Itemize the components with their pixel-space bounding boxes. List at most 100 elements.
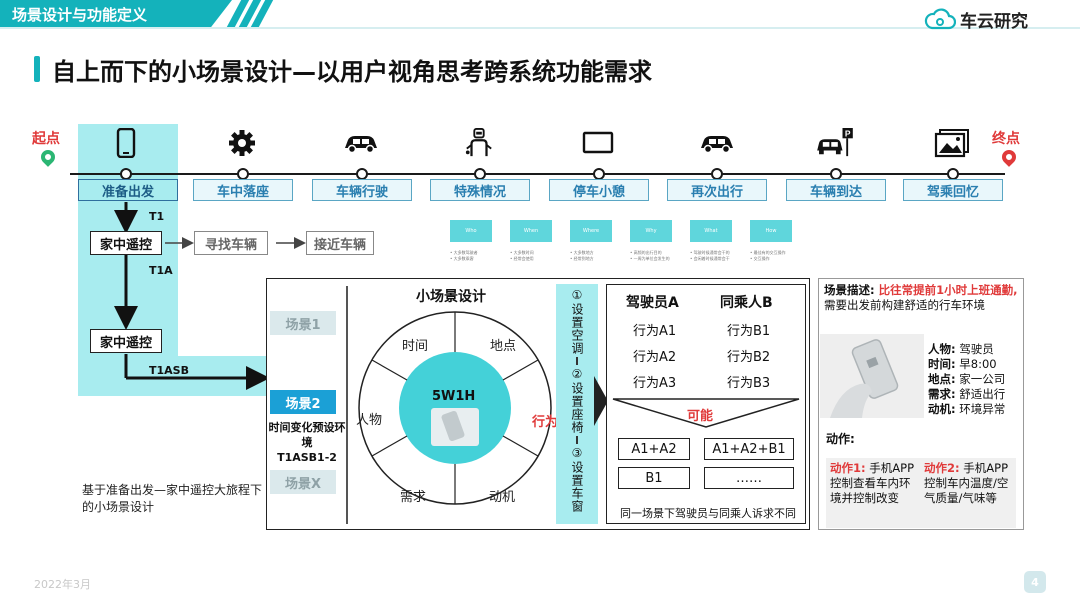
driver-title: 驾驶员A <box>626 295 679 311</box>
scene-2-code: T1ASB1-2 <box>277 451 337 464</box>
design-title: 小场景设计 <box>416 289 486 305</box>
difference-note: 同一场景下驾驶员与同乘人诉求不同 <box>620 507 796 520</box>
mini-header: How <box>750 220 792 242</box>
person-robot-icon <box>465 128 492 157</box>
scene-1: 场景1 <box>270 311 336 335</box>
flow-arrows <box>114 202 306 390</box>
stage-rest-stop: 停车小憩 <box>549 179 649 201</box>
scene-2: 场景2 <box>270 390 336 414</box>
action-1-box: 动作1: 手机APP控制查看车内环境并控制改变 <box>826 458 922 528</box>
combo-box: A1+A2+B1 <box>704 438 794 460</box>
stage-seated: 车中落座 <box>193 179 293 201</box>
home-remote-box: 家中遥控 <box>90 231 162 255</box>
start-label: 起点 <box>32 131 60 147</box>
possible-label: 可能 <box>687 409 714 424</box>
panel-divider <box>346 286 348 524</box>
dim-place: 地点 <box>490 339 517 354</box>
car-icon <box>345 136 377 154</box>
tag-t1a: T1A <box>149 264 173 277</box>
find-car-box: 寻找车辆 <box>194 231 268 255</box>
dim-person: 人物 <box>356 413 383 428</box>
brand-logo: 车云研究 <box>924 6 1074 32</box>
combo-box: …… <box>704 467 794 489</box>
dim-need: 需求 <box>400 490 427 505</box>
mini-bullets: • 大多数驾驶者• 大多数乘客 <box>450 250 478 261</box>
scene-desc-highlight: 比往常提前1小时上班通勤, <box>878 283 1018 297</box>
stage-depart-again: 再次出行 <box>667 179 767 201</box>
mini-bullets: • 最佳有的交互操作• 交互操作 <box>750 250 786 261</box>
svg-text:P: P <box>845 128 851 138</box>
footer-date: 2022年3月 <box>34 578 91 591</box>
scene-x: 场景X <box>270 470 336 494</box>
dim-motive: 动机 <box>489 490 516 505</box>
dim-time: 时间 <box>402 339 429 354</box>
section-tab: 场景设计与功能定义 <box>0 0 232 27</box>
attr-motive: 动机: 环境异常 <box>928 402 1006 416</box>
page-number: 4 <box>1024 571 1046 593</box>
scene-desc-text: 需要出发前构建舒适的行车环境 <box>824 298 985 312</box>
attr-person: 人物: 驾驶员 <box>928 342 994 356</box>
funnel-triangle <box>612 398 800 428</box>
photo-icon <box>934 129 969 158</box>
attr-need: 需求: 舒适出行 <box>928 387 1006 401</box>
mini-bullets: • 高频的出行目的• 一周为单位会发生的 <box>630 250 670 261</box>
action-column: ①设置空调 ②设置座椅 ③设置车窗 <box>556 284 598 524</box>
passenger-title: 同乘人B <box>720 295 773 311</box>
phone-icon <box>116 128 136 158</box>
stage-special: 特殊情况 <box>430 179 530 201</box>
page-title: 自上而下的小场景设计—以用户视角思考跨系统功能需求 <box>52 58 652 86</box>
cloud-logo-icon <box>924 8 956 30</box>
home-remote-box-2: 家中遥控 <box>90 329 162 353</box>
end-label: 终点 <box>992 131 1020 147</box>
scene-2-desc: 时间变化预设环境 T1ASB1-2 <box>268 420 346 465</box>
attr-place: 地点: 家一公司 <box>928 372 1006 386</box>
mini-bullets: • 驾驶时候通常会干的• 会闲着时候通常会干 <box>690 250 730 261</box>
driver-act: 行为A2 <box>633 350 677 365</box>
combo-box: B1 <box>618 467 690 489</box>
driver-act: 行为A1 <box>633 324 677 339</box>
center-5w1h: 5W1H <box>432 389 476 404</box>
mini-header: Where <box>570 220 612 242</box>
action-ac: ①设置空调 <box>570 288 584 355</box>
action-window: ③设置车窗 <box>570 446 584 513</box>
action-seat: ②设置座椅 <box>570 367 584 434</box>
passenger-act: 行为B1 <box>727 324 771 339</box>
passenger-act: 行为B2 <box>727 350 771 365</box>
highlight-row <box>78 356 266 396</box>
gear-icon <box>229 130 255 156</box>
arrow-right-icon <box>594 376 608 426</box>
approach-car-box: 接近车辆 <box>306 231 374 255</box>
attr-time: 时间: 早8:00 <box>928 357 997 371</box>
flow-note: 基于准备出发—家中遥控大旅程下的小场景设计 <box>82 483 263 514</box>
stage-prepare-departure: 准备出发 <box>78 179 178 201</box>
passenger-act: 行为B3 <box>727 376 771 391</box>
scene-desc-label: 场景描述: <box>824 283 875 297</box>
actions-label: 动作: <box>826 432 855 446</box>
stage-memory: 驾乘回忆 <box>903 179 1003 201</box>
title-accent-bar <box>34 56 40 82</box>
brand-name: 车云研究 <box>960 12 1028 32</box>
behavior-label: 行为 <box>532 415 559 430</box>
section-title: 场景设计与功能定义 <box>12 6 148 24</box>
scene-description: 场景描述: 比往常提前1小时上班通勤, 需要出发前构建舒适的行车环境 <box>824 283 1020 313</box>
mini-bullets: • 大多数时间• 经常会使用 <box>510 250 534 261</box>
tag-t1asb: T1ASB <box>149 364 189 377</box>
tag-t1: T1 <box>149 210 165 223</box>
mini-header: What <box>690 220 732 242</box>
stage-driving: 车辆行驶 <box>312 179 412 201</box>
screen-icon <box>582 131 614 154</box>
header-divider <box>0 27 1080 29</box>
scene-2-desc-text: 时间变化预设环境 <box>268 421 346 449</box>
action-2-box: 动作2: 手机APP控制车内温度/空气质量/气味等 <box>920 458 1016 528</box>
mini-header: Who <box>450 220 492 242</box>
car-icon <box>701 136 733 154</box>
driver-act: 行为A3 <box>633 376 677 391</box>
stage-arrival: 车辆到达 <box>786 179 886 201</box>
combo-box: A1+A2 <box>618 438 690 460</box>
end-pin-icon <box>999 147 1019 167</box>
5w1h-ring <box>358 311 552 505</box>
mini-bullets: • 大多数地方• 经常到地方 <box>570 250 594 261</box>
mini-header: When <box>510 220 552 242</box>
mini-header: Why <box>630 220 672 242</box>
journey-line <box>70 173 1005 175</box>
